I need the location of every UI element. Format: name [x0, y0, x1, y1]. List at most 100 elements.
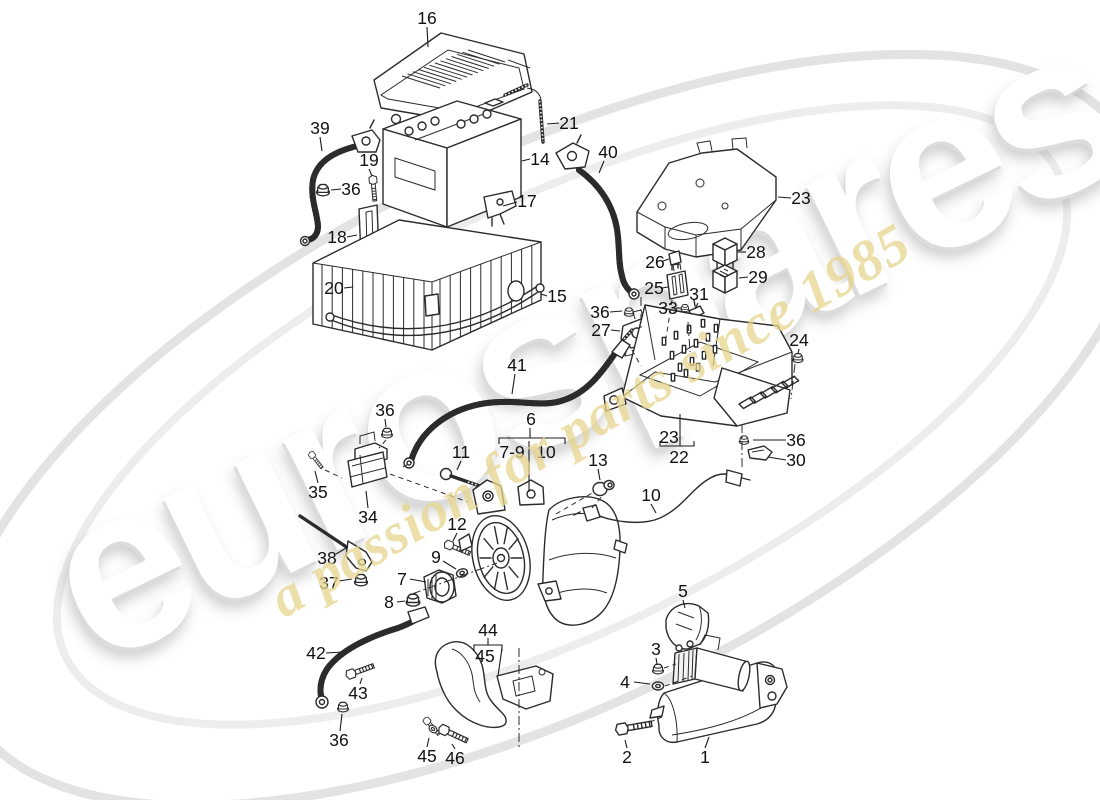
leader-38	[335, 546, 349, 555]
relay-29-terminals	[719, 268, 729, 278]
leader-36	[609, 310, 623, 313]
part-label-11[interactable]: 11	[452, 442, 470, 462]
nut-36	[738, 435, 750, 445]
part-label-25[interactable]: 25	[644, 278, 663, 298]
nut-36	[336, 701, 350, 713]
part-label-45[interactable]: 45	[417, 746, 436, 766]
part-label-45[interactable]: 45	[475, 646, 494, 666]
part-label-27[interactable]: 27	[591, 320, 610, 340]
part-label-10[interactable]: 10	[641, 485, 661, 505]
nut-8	[405, 593, 421, 607]
group-bracket-2-2	[497, 647, 503, 677]
leader-25	[661, 286, 669, 289]
part-label-33[interactable]: 33	[658, 298, 677, 318]
cable-10	[573, 469, 751, 523]
part-label-3[interactable]: 3	[651, 639, 661, 659]
part-label-6[interactable]: 6	[526, 409, 536, 429]
leader-20	[343, 286, 354, 289]
part-label-8[interactable]: 8	[384, 592, 394, 612]
leader-46	[451, 743, 456, 750]
part-label-26[interactable]: 26	[645, 252, 664, 272]
part-label-13[interactable]: 13	[588, 450, 607, 470]
leader-17	[502, 201, 518, 207]
part-label-38[interactable]: 38	[317, 548, 336, 568]
leader-7	[409, 578, 427, 583]
part-label-36[interactable]: 36	[329, 730, 348, 750]
bracket-45	[496, 665, 554, 710]
leader-12	[452, 532, 458, 542]
part-label-36[interactable]: 36	[590, 302, 609, 322]
leader-29	[738, 276, 749, 279]
construction-lines	[324, 297, 796, 748]
battery-rod-21	[503, 83, 545, 144]
part-label-20[interactable]: 20	[324, 278, 344, 298]
part-label-5[interactable]: 5	[678, 581, 688, 601]
part-label-34[interactable]: 34	[358, 507, 378, 527]
part-label-1[interactable]: 1	[700, 747, 710, 767]
part-label-14[interactable]: 14	[530, 149, 550, 169]
clip-30	[747, 445, 773, 461]
part-label-23[interactable]: 23	[791, 188, 810, 208]
nut-37	[353, 573, 369, 587]
washer-9	[454, 566, 470, 580]
part-label-40[interactable]: 40	[598, 142, 618, 162]
part-label-43[interactable]: 43	[348, 683, 367, 703]
part-label-7[interactable]: 7	[397, 569, 407, 589]
rod-38	[298, 514, 373, 572]
cable-41	[403, 328, 634, 469]
part-label-39[interactable]: 39	[310, 118, 329, 138]
part-label-31[interactable]: 31	[689, 284, 708, 304]
part-label-28[interactable]: 28	[746, 242, 765, 262]
leader-21	[546, 122, 560, 125]
part-label-4[interactable]: 4	[620, 672, 630, 692]
part-label-36[interactable]: 36	[786, 430, 805, 450]
part-label-36[interactable]: 36	[375, 400, 394, 420]
leader-41	[511, 373, 516, 395]
part-label-36[interactable]: 36	[341, 179, 360, 199]
bolt-2	[613, 717, 654, 737]
leader-35	[314, 470, 319, 484]
nut-3	[651, 663, 665, 675]
part-label-19[interactable]: 19	[359, 150, 378, 170]
leader-36	[339, 713, 343, 732]
leader-26	[662, 258, 670, 262]
part-label-10[interactable]: 10	[536, 442, 556, 462]
part-label-18[interactable]: 18	[327, 227, 346, 247]
part-label-41[interactable]: 41	[507, 355, 526, 375]
part-label-15[interactable]: 15	[547, 286, 566, 306]
part-label-29[interactable]: 29	[748, 267, 767, 287]
part-label-2[interactable]: 2	[622, 747, 632, 767]
leader-23	[777, 196, 792, 199]
battery-tray	[312, 219, 545, 351]
washer-4	[651, 681, 665, 691]
part-label-42[interactable]: 42	[306, 643, 325, 663]
part-label-9[interactable]: 9	[431, 547, 441, 567]
leader-5	[682, 599, 686, 609]
grommet-13	[592, 479, 615, 497]
part-label-30[interactable]: 30	[786, 450, 806, 470]
part-label-46[interactable]: 46	[445, 748, 464, 768]
part-label-7-9[interactable]: 7-9	[499, 442, 524, 462]
part-label-16[interactable]: 16	[417, 8, 436, 28]
leader-4	[633, 681, 651, 685]
part-label-22[interactable]: 22	[669, 447, 688, 467]
part-label-44[interactable]: 44	[478, 620, 498, 640]
part-label-17[interactable]: 17	[517, 191, 536, 211]
part-label-23[interactable]: 23	[659, 427, 678, 447]
fuse-holder-25	[666, 263, 689, 300]
leader-10	[650, 503, 657, 514]
screw-35	[307, 449, 325, 471]
battery	[382, 98, 522, 228]
part-label-21[interactable]: 21	[559, 113, 578, 133]
leader-18	[346, 234, 358, 238]
part-label-35[interactable]: 35	[308, 482, 327, 502]
part-label-37[interactable]: 37	[319, 573, 338, 593]
leader-36	[330, 188, 342, 191]
air-duct-44	[434, 641, 507, 729]
group-bracket-0-1	[498, 437, 566, 444]
part-label-24[interactable]: 24	[789, 330, 809, 350]
part-label-12[interactable]: 12	[447, 514, 466, 534]
leader-3	[655, 657, 658, 665]
relay-carrier	[636, 137, 777, 258]
